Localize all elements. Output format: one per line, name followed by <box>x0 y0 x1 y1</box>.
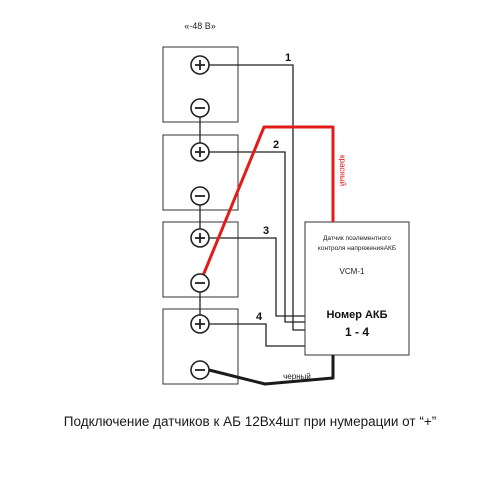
red-wire <box>198 125 335 284</box>
wire-number-4: 4 <box>256 311 263 323</box>
black-wire <box>208 355 335 386</box>
wire-number-3: 3 <box>263 225 269 237</box>
terminal-minus-2 <box>190 186 210 206</box>
diagram-caption: Подключение датчиков к АБ 12Вх4шт при ну… <box>63 414 437 429</box>
terminal-plus-3 <box>190 228 210 248</box>
terminal-minus-1 <box>190 98 210 118</box>
voltage-label: «-48 В» <box>184 21 216 31</box>
sense-wire-1 <box>209 64 305 331</box>
sensor-box: Датчик поэлементного контроля напряжения… <box>304 221 410 356</box>
terminal-minus-3 <box>190 273 210 293</box>
battery-range: 1 - 4 <box>345 325 369 339</box>
wire-number-1: 1 <box>285 52 291 64</box>
terminal-plus-4 <box>190 314 210 334</box>
terminal-plus-2 <box>190 142 210 162</box>
sensor-title-line1: Датчик поэлементного <box>323 235 391 242</box>
wire-number-2: 2 <box>273 139 279 151</box>
terminal-minus-4 <box>190 360 210 380</box>
battery-number-label: Номер АКБ <box>326 309 387 321</box>
black-wire-label: черный <box>283 372 311 381</box>
sense-wire-4 <box>209 323 305 347</box>
sensor-title-line2: контроля напряженияАКБ <box>318 245 396 252</box>
red-wire-label: красный <box>338 155 347 186</box>
sensor-model: VCM-1 <box>340 267 365 276</box>
terminal-plus-1 <box>190 55 210 75</box>
sense-wire-2 <box>209 151 305 323</box>
sense-wire-3 <box>209 237 305 317</box>
